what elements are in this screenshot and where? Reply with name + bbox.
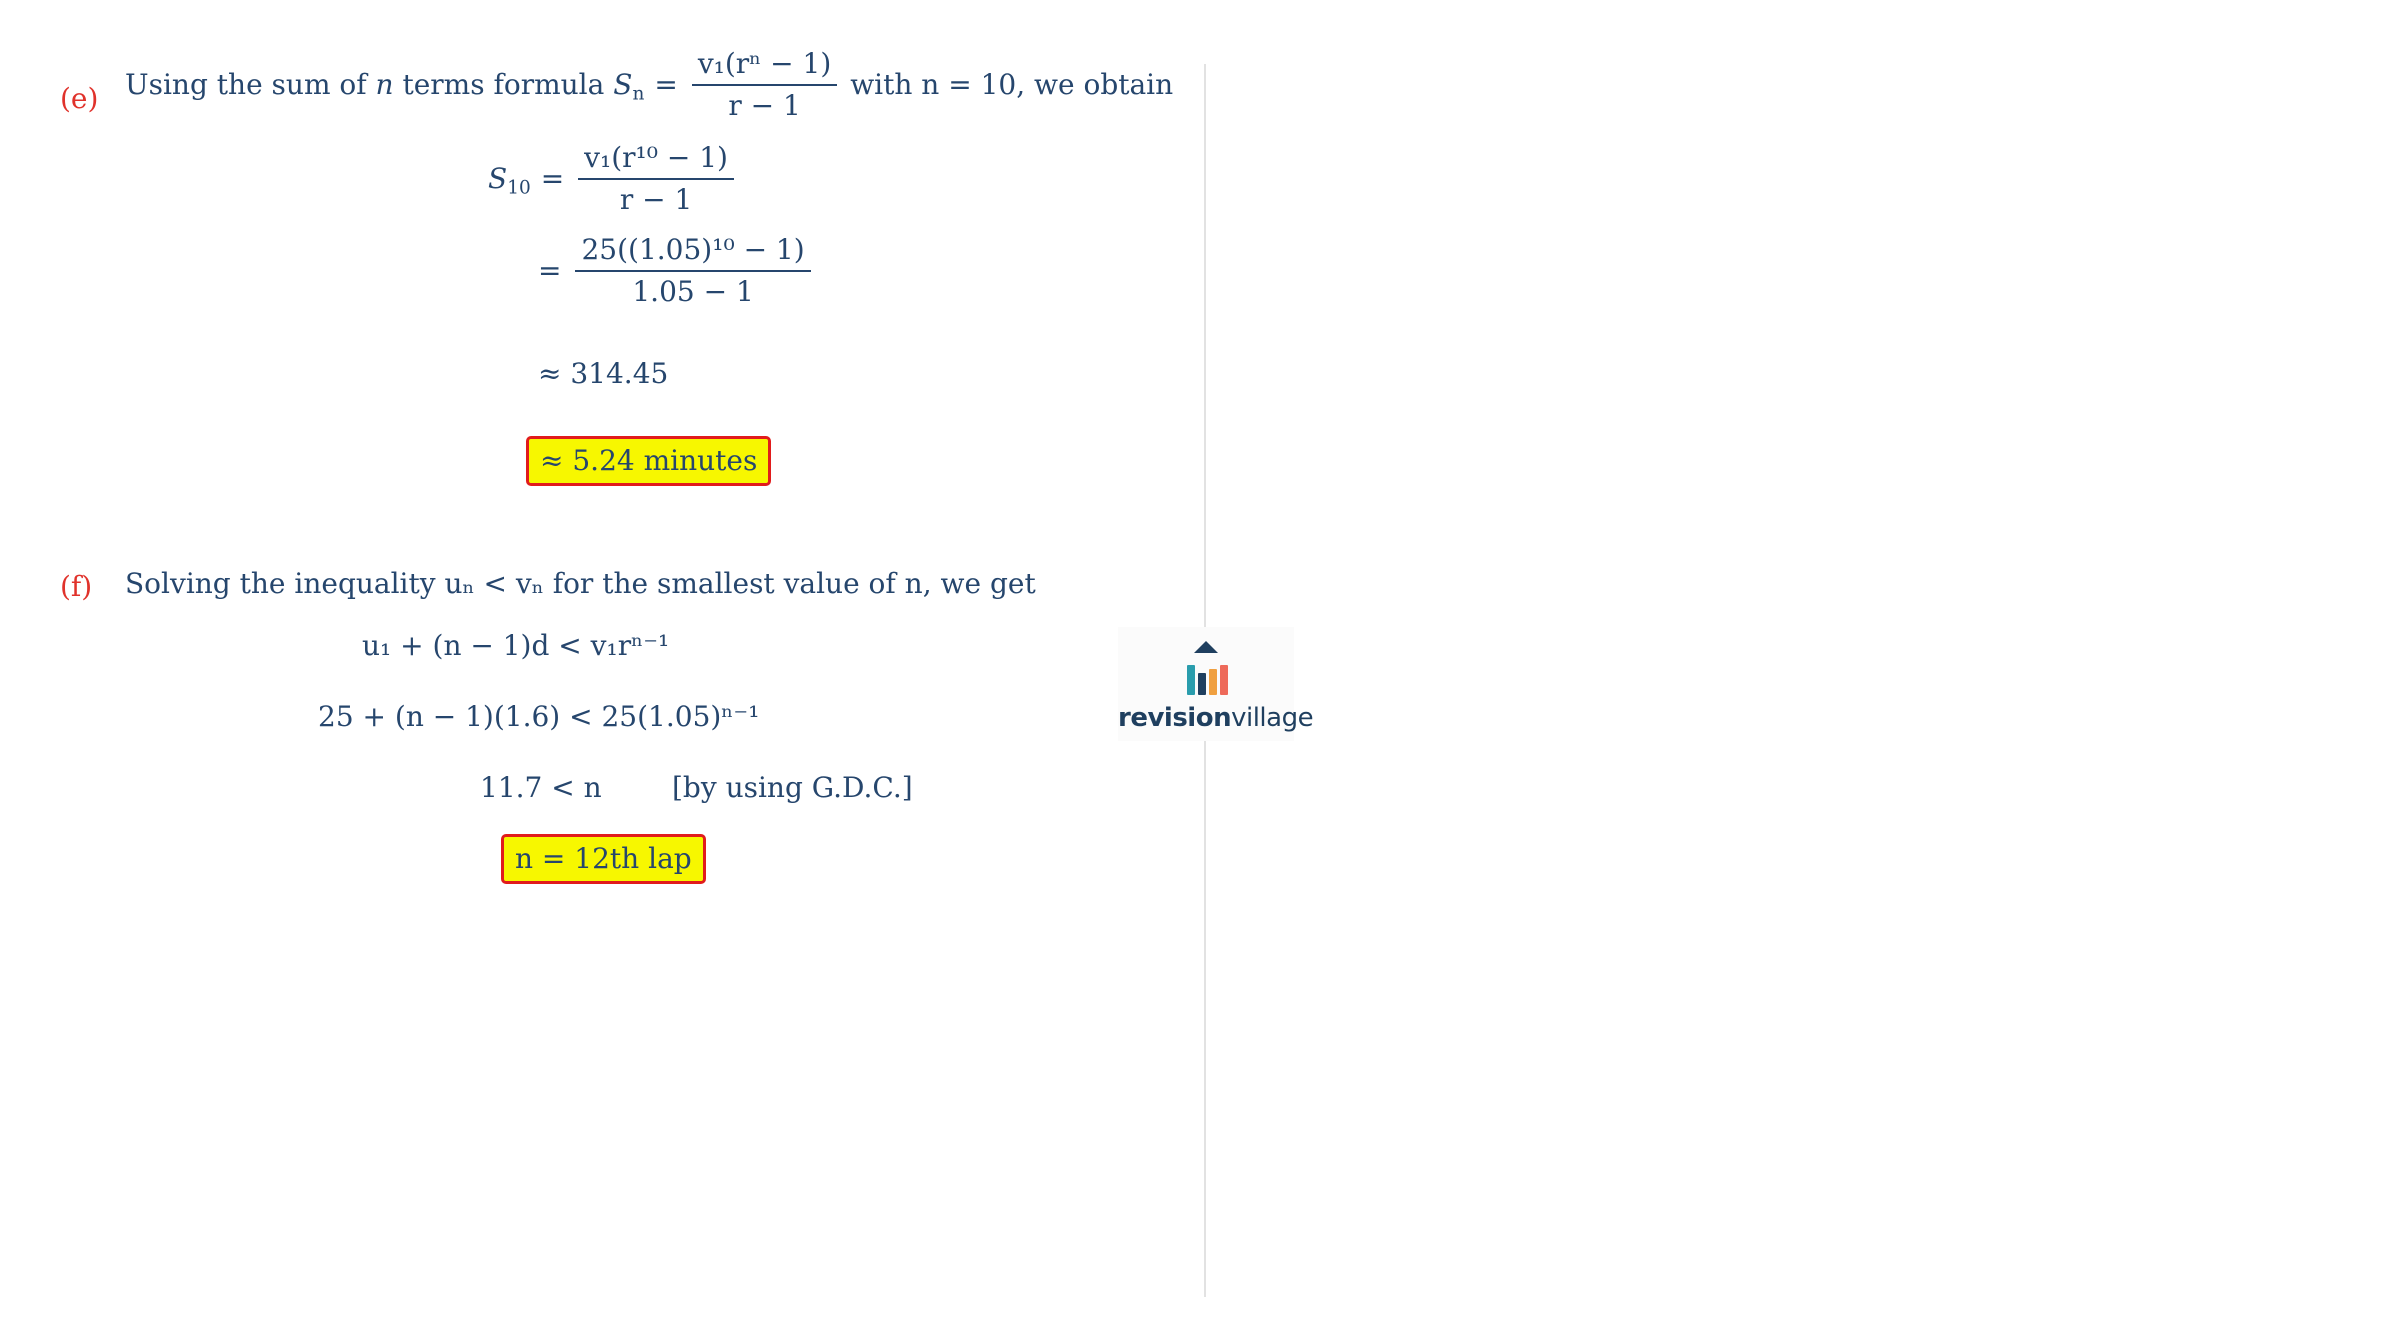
sum-formula-denominator: r − 1 [728,89,801,122]
sum-formula-fraction: v₁(rⁿ − 1) r − 1 [691,50,838,122]
logo-wordmark: revisionvillage [1118,703,1314,733]
sum-formula-lhs: Sn [613,68,645,105]
revision-village-logo: revisionvillage [1118,627,1314,741]
gdc-note: [by using G.D.C.] [672,771,913,804]
step-substitution-fraction: 25((1.05)¹⁰ − 1) 1.05 − 1 [575,236,811,308]
answer-e-box: ≈ 5.24 minutes [526,436,772,486]
step-substitution: = 25((1.05)¹⁰ − 1) 1.05 − 1 [538,236,815,306]
part-e-intro-tail: with n = 10, we obtain [850,68,1174,101]
inequality-substituted: 25 + (n − 1)(1.6) < 25(1.05)ⁿ⁻¹ [318,700,760,733]
logo-bar-icon [1187,665,1195,695]
step-s10-lhs: S10 [488,162,531,199]
logo-bar-icon [1198,673,1206,695]
step-s10: S10 = v₁(r¹⁰ − 1) r − 1 [488,144,738,214]
step-substitution-numerator: 25((1.05)¹⁰ − 1) [575,236,811,272]
logo-roof-icon [1194,641,1218,653]
answer-f-box: n = 12th lap [501,834,706,884]
step-s10-fraction: v₁(r¹⁰ − 1) r − 1 [578,144,734,214]
step-substitution-denominator: 1.05 − 1 [632,275,754,308]
sum-formula-numerator: v₁(rⁿ − 1) [691,50,838,86]
part-e-intro-var: n [375,68,394,101]
step-s10-numerator: v₁(r¹⁰ − 1) [578,144,734,180]
logo-bar-icon [1209,669,1217,695]
part-e-intro-text: Using the sum of [125,68,367,101]
inequality-general: u₁ + (n − 1)d < v₁rⁿ⁻¹ [362,629,670,662]
logo-bar-icon [1220,665,1228,695]
part-e-label: (e) [60,82,99,115]
inequality-solution: 11.7 < n [480,771,602,804]
part-e-intro: Using the sum of n terms formula Sn = v₁… [125,47,1174,122]
part-f-intro: Solving the inequality uₙ < vₙ for the s… [125,567,1036,600]
step-s10-denominator: r − 1 [619,183,693,216]
part-f-label: (f) [60,570,93,603]
approx-value: ≈ 314.45 [538,357,669,390]
part-e-intro-text2: terms formula [402,68,605,101]
